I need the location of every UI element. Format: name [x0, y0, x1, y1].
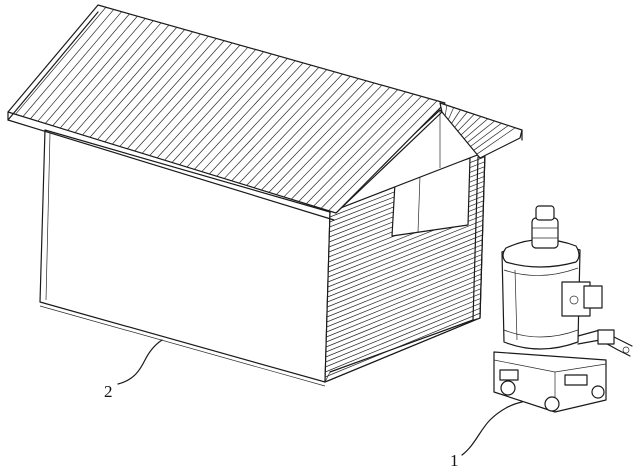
roof-rib: [127, 40, 225, 149]
louver-slat: [325, 293, 481, 358]
louver-slat: [326, 249, 483, 313]
roof-rib: [67, 22, 162, 131]
reference-numeral-2: 2: [104, 382, 113, 401]
roof-rib: [448, 107, 454, 120]
machine-base-cart: [493, 351, 607, 413]
louver-slat: [326, 278, 482, 343]
roof-rib: [305, 93, 414, 205]
roof-rib: [149, 47, 249, 156]
roof-rib: [467, 120, 495, 143]
roof-rib: [15, 7, 107, 115]
louver-slat: [327, 224, 483, 288]
louver-slat: [326, 268, 482, 333]
roof-rib: [276, 84, 383, 195]
leader-line-1: [461, 401, 523, 456]
roof-rib: [451, 109, 461, 124]
machine-motor: [531, 205, 559, 249]
louver-slat: [325, 303, 481, 368]
roof-rib: [97, 31, 193, 140]
shed-enclosure: [7, 4, 523, 387]
louver-slat: [327, 229, 483, 293]
roof-rib: [179, 55, 280, 166]
roof-rib: [74, 24, 170, 133]
roof-rib: [201, 62, 304, 172]
roof-rib: [238, 73, 343, 184]
roof-rib: [164, 51, 264, 161]
roof-rib: [261, 80, 367, 191]
roof-rib: [463, 118, 489, 140]
roof-rib: [328, 100, 438, 211]
roof-rib: [253, 78, 359, 188]
louver-slat: [326, 254, 483, 318]
roof-rib: [119, 38, 217, 147]
leader-line-2: [117, 339, 163, 385]
wheel-icon: [544, 396, 560, 412]
roof-rib: [194, 60, 296, 170]
roof-rib: [457, 114, 475, 132]
louver-slat: [327, 244, 483, 308]
louver-slat: [326, 259, 482, 323]
machine-control-box: [561, 281, 603, 317]
roof-rib: [320, 98, 430, 209]
roof-rib: [454, 111, 468, 128]
roof-rib: [460, 116, 482, 136]
louver-slat: [325, 288, 482, 353]
shed-open-end-frame: [324, 151, 486, 383]
roof-rib: [89, 29, 186, 138]
roof-rib: [82, 27, 178, 136]
roof-rib: [156, 49, 256, 159]
roof-rib: [246, 76, 351, 186]
roof-rib: [52, 18, 146, 127]
roof-rib: [22, 9, 115, 117]
roof-rib: [134, 42, 233, 152]
louver-slat: [327, 234, 483, 298]
louver-slat: [325, 298, 481, 363]
louver-slat: [325, 307, 481, 373]
reference-numeral-1: 1: [450, 451, 459, 470]
roof-rib: [37, 13, 130, 122]
roof-rib: [298, 91, 406, 202]
machine-unit: [461, 205, 633, 456]
roof-rib: [104, 33, 201, 143]
roof-rib: [470, 122, 502, 147]
roof-rib: [231, 71, 335, 182]
roof-rib: [444, 105, 448, 116]
roof-rib: [209, 64, 312, 175]
roof-rib: [30, 11, 122, 120]
roof-rib: [171, 53, 272, 163]
roof-rib: [313, 96, 422, 207]
roof-rib: [473, 125, 509, 151]
louver-slat: [325, 283, 482, 348]
shed-roof: [7, 4, 523, 221]
roof-rib: [283, 87, 391, 198]
roof-rib: [216, 67, 320, 177]
roof-rib: [223, 69, 327, 179]
louver-slat: [326, 263, 482, 328]
roof-rib: [268, 82, 375, 193]
roof-rib: [186, 58, 288, 168]
roof-rib: [476, 127, 516, 155]
louver-slat: [326, 273, 482, 338]
louver-slat: [327, 220, 484, 283]
roof-rib: [59, 20, 154, 129]
roof-rib: [291, 89, 398, 200]
roof-rib: [112, 35, 209, 145]
wheel-icon: [591, 385, 605, 399]
roof-rib: [45, 15, 138, 124]
louver-slat: [327, 239, 483, 303]
roof-rib: [141, 44, 241, 154]
wheel-icon: [500, 380, 516, 396]
machine-arm: [577, 329, 633, 357]
